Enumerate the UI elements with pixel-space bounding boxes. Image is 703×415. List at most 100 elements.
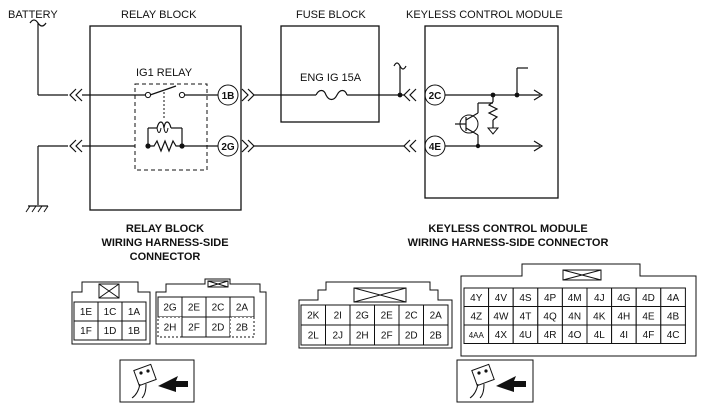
transistor-symbol-icon: [455, 102, 493, 149]
relay-left-connector-chevrons: [69, 88, 83, 153]
connector-pin-label: 2H: [356, 331, 369, 342]
connector-pin-label: 4J: [594, 293, 605, 304]
relay-large-connector-grid: 2G 2E 2C 2A 2H 2F 2D 2B: [157, 296, 255, 338]
connector-pin-label: 2D: [212, 323, 225, 334]
relay-small-connector-grid: 1E 1C 1A 1F 1D 1B: [73, 301, 147, 341]
connector-pin-label: 1A: [128, 307, 141, 318]
connector-pin-label: 2C: [405, 311, 418, 322]
relay-large-connector-housing: [155, 278, 267, 345]
terminal-4e-label: 4E: [429, 142, 442, 153]
connector-pin-label: 4AA: [469, 331, 485, 340]
keyless-module-title: KEYLESS CONTROL MODULE: [406, 9, 563, 21]
connector-pin-label: 4D: [642, 293, 655, 304]
keyless-small-connector-grid: 2K 2I 2G 2E 2C 2A 2L 2J 2H 2F 2D 2B: [300, 304, 449, 346]
fuse-block-title: FUSE BLOCK: [296, 9, 366, 21]
connector-pin-label: 2E: [188, 303, 201, 314]
connector-pin-label: 2E: [381, 311, 394, 322]
connector-pin-label: 4Y: [470, 293, 483, 304]
connector-pin-label: 1E: [80, 307, 93, 318]
relay-right-connector-chevrons: [241, 88, 255, 153]
connector-pin-label: 4H: [618, 311, 631, 322]
keyless-harness-connector-view-icon: [456, 359, 534, 403]
relay-connector-title-line3: CONNECTOR: [130, 251, 201, 263]
relay-contact-moving: [178, 91, 186, 99]
connector-pin-label: 4A: [667, 293, 680, 304]
connector-pin-label: 2G: [356, 311, 370, 322]
connector-pin-label: 2A: [430, 311, 443, 322]
connector-pin-label: 2A: [236, 303, 249, 314]
connector-pin-label: 2B: [430, 331, 443, 342]
connector-pin-label: 4K: [593, 311, 606, 322]
connector-pin-label: 4E: [642, 311, 655, 322]
connector-pin-label: 2D: [405, 331, 418, 342]
connector-pin-label: 4M: [568, 293, 582, 304]
relay-small-connector-housing: [71, 281, 151, 345]
connector-pin-label: 2H: [164, 323, 177, 334]
splice-junction: [397, 92, 403, 98]
connector-pin-label: 2K: [307, 311, 320, 322]
connector-pin-label: 4P: [544, 293, 557, 304]
keyless-connector-title-line2: WIRING HARNESS-SIDE CONNECTOR: [408, 237, 609, 249]
connector-pin-label: 4X: [495, 330, 508, 341]
connector-pin-label: 2B: [236, 323, 249, 334]
relay-switch-arm: [149, 85, 177, 96]
connector-pin-label: 4C: [667, 330, 680, 341]
connector-pin-label: 1B: [128, 326, 141, 337]
connector-pin-label: 2F: [188, 323, 200, 334]
connector-pin-label: 1F: [80, 326, 92, 337]
relay-block-box: [89, 25, 242, 211]
fuse-symbol-icon: [315, 89, 348, 101]
connector-pin-label: 4W: [493, 311, 509, 322]
relay-block-title: RELAY BLOCK: [121, 9, 197, 21]
connector-pin-label: 4Q: [543, 311, 557, 322]
connector-pin-label: 4G: [617, 293, 631, 304]
connector-pin-label: 4N: [568, 311, 581, 322]
connector-pin-label: 2L: [308, 331, 320, 342]
relay-connector-title-line2: WIRING HARNESS-SIDE: [101, 237, 228, 249]
keyless-left-connector-chevrons: [403, 88, 417, 153]
keyless-small-connector-housing: [298, 281, 453, 349]
terminal-2g-circle: [217, 135, 239, 157]
connector-pin-label: 4B: [667, 311, 680, 322]
connector-pin-label: 4O: [568, 330, 582, 341]
relay-resistor-icon: [148, 139, 182, 153]
relay-junction-left: [145, 143, 151, 149]
connector-pin-label: 4T: [520, 311, 532, 322]
connector-pin-label: 4V: [495, 293, 508, 304]
terminal-2c-label: 2C: [429, 91, 442, 102]
battery-label: BATTERY: [8, 9, 58, 21]
fuse-block-box: [280, 25, 380, 123]
terminal-1b-circle: [217, 84, 239, 106]
connector-pin-label: 4S: [519, 293, 532, 304]
fuse-label: ENG IG 15A: [300, 72, 362, 84]
connector-pin-label: 2I: [334, 311, 342, 322]
connector-pin-cell: [229, 316, 255, 338]
relay-connector-title-line1: RELAY BLOCK: [126, 223, 204, 235]
connector-pin-label: 4F: [643, 330, 655, 341]
relay-harness-connector-view-icon: [119, 359, 195, 403]
ground-symbol-icon: [25, 205, 49, 213]
relay-coil-icon: [147, 121, 183, 146]
connector-pin-cell: [423, 324, 449, 346]
connector-pin-cell: [660, 324, 686, 344]
keyless-large-connector-housing: [460, 263, 697, 357]
relay-contact-fixed: [144, 91, 152, 99]
connector-pin-label: 1C: [104, 307, 117, 318]
ig1-relay-box: [134, 83, 208, 171]
connector-pin-cell: [121, 320, 147, 341]
connector-pin-label: 2G: [163, 303, 177, 314]
terminal-2g-label: 2G: [221, 142, 235, 153]
connector-pin-label: 2J: [332, 331, 343, 342]
keyless-connector-title-line1: KEYLESS CONTROL MODULE: [428, 223, 587, 235]
connector-pin-label: 2F: [381, 331, 393, 342]
connector-pin-label: 2C: [212, 303, 225, 314]
connector-pin-label: 4R: [544, 330, 557, 341]
keyless-internal-circuit: [445, 67, 544, 152]
connector-pin-label: 1D: [104, 326, 117, 337]
keyless-module-box: [424, 25, 559, 199]
ig1-relay-label: IG1 RELAY: [136, 67, 193, 79]
connector-pin-label: 4L: [594, 330, 606, 341]
connector-pin-label: 4I: [620, 330, 628, 341]
